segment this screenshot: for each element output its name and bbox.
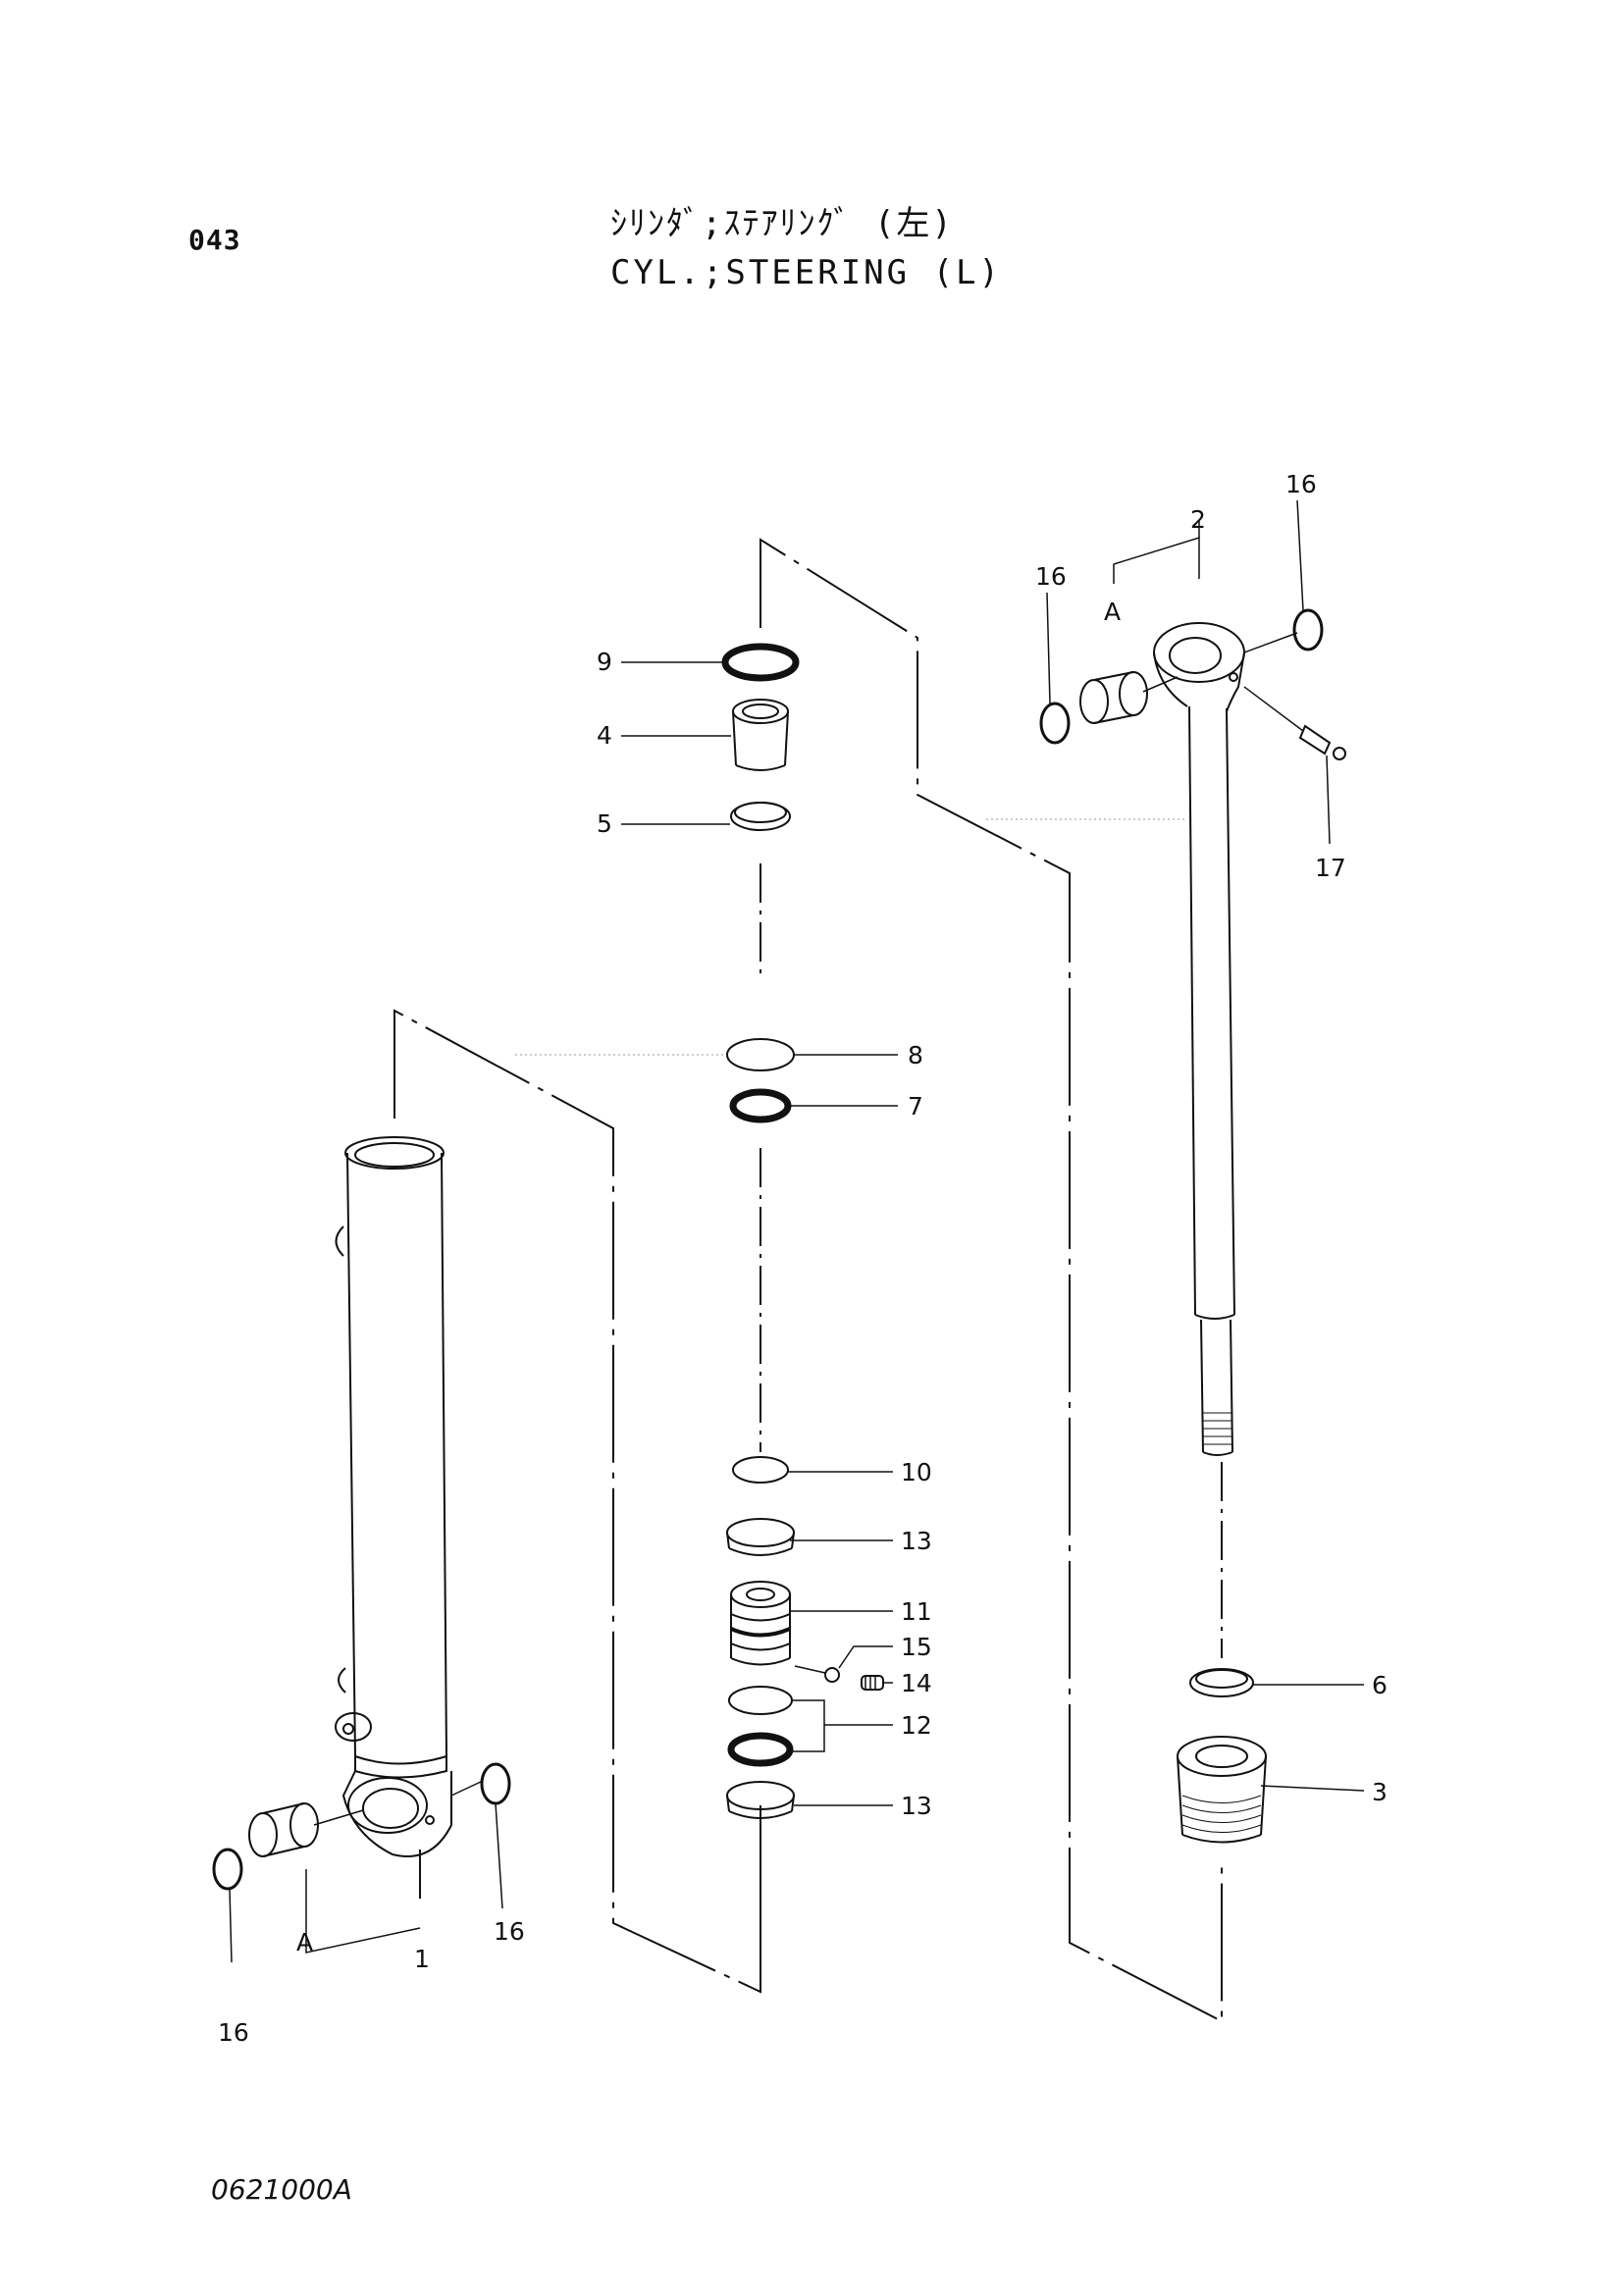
callout-16-tube: 16 [494, 1917, 525, 1946]
rod-gland-part-3 [1177, 1736, 1365, 1844]
grease-fitting-part-17 [1243, 686, 1346, 845]
callout-13-bottom: 13 [901, 1792, 932, 1820]
callout-8: 8 [908, 1041, 923, 1069]
bushing-part-4 [621, 699, 789, 771]
callout-13-top: 13 [901, 1527, 932, 1555]
callout-11: 11 [901, 1597, 932, 1626]
pin-bushing-right [1079, 671, 1179, 724]
callout-labels: 1 2 3 4 5 6 7 8 9 10 11 12 13 13 14 15 1… [218, 470, 1388, 2047]
drawing-number: 0621000A [211, 2173, 352, 2206]
callout-10: 10 [901, 1458, 932, 1486]
callout-15: 15 [901, 1633, 932, 1661]
piston-part-11 [730, 1581, 893, 1666]
callout-9: 9 [597, 648, 612, 676]
snap-ring-16-right-of-tube [450, 1762, 511, 1909]
title-japanese: ｼﾘﾝﾀﾞ;ｽﾃｱﾘﾝｸﾞ (左) [610, 204, 954, 243]
title-english: CYL.;STEERING (L) [610, 253, 1002, 292]
callout-14: 14 [901, 1669, 932, 1697]
wear-ring-part-13-top [726, 1518, 893, 1556]
set-screw-part-14 [861, 1675, 893, 1691]
backup-ring-part-8 [726, 1038, 898, 1071]
snap-ring-16-left [212, 1848, 243, 1963]
callout-6: 6 [1372, 1671, 1388, 1699]
callout-2: 2 [1190, 505, 1206, 534]
o-ring-part-7 [729, 1088, 898, 1123]
callout-16-rod-left: 16 [1035, 562, 1067, 591]
cylinder-tube-part-1 [335, 1136, 452, 1899]
piston-rod-part-2 [1113, 520, 1245, 1456]
callout-16-left-bottom: 16 [218, 2018, 249, 2047]
callout-3: 3 [1372, 1778, 1388, 1806]
callout-16-rod-right: 16 [1285, 470, 1317, 498]
seal-part-6 [1189, 1668, 1364, 1697]
seal-ring-part-12 [727, 1686, 893, 1767]
seal-part-5 [621, 802, 791, 831]
callout-12: 12 [901, 1711, 932, 1740]
callout-7: 7 [908, 1092, 923, 1121]
ring-part-10 [732, 1456, 893, 1484]
page-number: 043 [188, 224, 241, 256]
callout-A-left: A [296, 1928, 313, 1956]
callout-17: 17 [1315, 854, 1346, 882]
callout-1: 1 [414, 1945, 430, 1973]
ball-part-15 [794, 1645, 893, 1683]
snap-ring-16-rod-right [1243, 499, 1324, 653]
wear-ring-part-13-bottom [726, 1781, 893, 1819]
pin-bushing-left [248, 1802, 364, 1857]
callout-A-right: A [1104, 598, 1121, 626]
snap-ring-16-rod-left [1039, 592, 1071, 745]
o-ring-part-9 [621, 643, 800, 682]
callout-4: 4 [597, 721, 612, 750]
callout-5: 5 [597, 809, 612, 838]
assembly-guide-lines [393, 538, 1223, 2023]
